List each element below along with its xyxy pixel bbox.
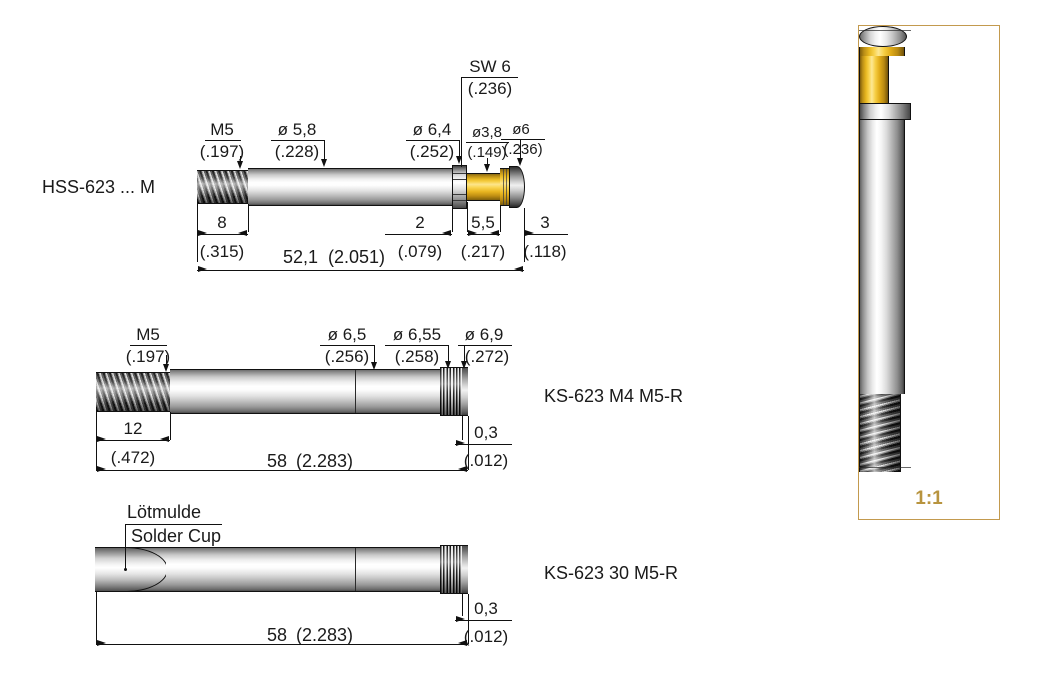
part-1-dim-plunger-metric: ø3,8 — [471, 124, 503, 141]
reference-barrel — [859, 120, 905, 394]
part-1-tip-cap — [509, 166, 525, 208]
part-1-dim-thread-metric: M5 — [210, 120, 234, 139]
part-3-callout-en: Solder Cup — [131, 526, 222, 546]
part-1-dim-plunger-imperial: (.149) — [467, 144, 507, 161]
part-2-dim-thread-metric: M5 — [136, 325, 160, 344]
part-3-mid-section — [355, 547, 440, 592]
part-2-dim-knurl-imperial: (.272) — [464, 347, 510, 366]
part-1-len-thread-imperial: (.315) — [199, 242, 245, 261]
part-2-label: KS-623 M4 M5-R — [544, 386, 684, 406]
part-1-gold-flange — [500, 168, 510, 206]
part-1-dim-barrel-imperial: (.228) — [274, 142, 320, 161]
part-3-solder-cup-bore — [95, 547, 168, 592]
part-3-len-overall-metric: 58 — [267, 625, 288, 645]
part-1-dim-tip-metric: ø6 — [512, 121, 530, 138]
scale-label: 1:1 — [915, 488, 943, 509]
part-1-gold-plunger — [467, 173, 500, 201]
part-2-barrel — [170, 369, 355, 414]
part-1-dim-thread-imperial: (.197) — [199, 142, 245, 161]
part-1-label: HSS-623 ... M — [42, 177, 156, 197]
part-2-dim-knurl-metric: ø 6,9 — [464, 325, 504, 344]
part-3-len-overall-imperial: (2.283) — [296, 625, 354, 645]
reference-hex-nut — [859, 30, 911, 468]
part-1-len-plunger-metric: 5,5 — [471, 213, 495, 232]
part-3-callout-de: Lötmulde — [127, 502, 202, 522]
part-2-dim-barrel-imperial: (.256) — [324, 347, 370, 366]
reference-thread — [859, 394, 901, 472]
part-3-end-step — [462, 545, 468, 594]
reference-gold-plunger — [859, 56, 889, 103]
part-2-len-step-metric: 0,3 — [474, 423, 498, 442]
part-1-dim-collar-imperial: (.252) — [409, 142, 455, 161]
part-2-mid-section — [355, 369, 440, 414]
part-1-len-plunger-imperial: (.217) — [460, 242, 506, 261]
scale-reference-drawing — [859, 26, 911, 472]
part-2-len-overall-imperial: (2.283) — [296, 451, 354, 471]
part-1-len-collar-metric: 2 — [415, 213, 425, 232]
part-1-len-collar-imperial: (.079) — [397, 242, 443, 261]
part-1-dim-hex-imperial: (.236) — [467, 79, 513, 98]
part-2-dim-thread-imperial: (.197) — [125, 347, 171, 366]
scale-reference-panel: 1:1 — [858, 25, 1000, 520]
part-1-dim-tip-imperial: (.236) — [503, 141, 543, 158]
part-1-len-tip-imperial: (.118) — [523, 242, 567, 261]
part-2-len-step-imperial: (.012) — [463, 451, 509, 470]
part-3-knurl — [440, 545, 462, 594]
part-2-dim-barrel-metric: ø 6,5 — [327, 325, 367, 344]
part-1-barrel — [248, 168, 452, 206]
part-1-dim-hex-metric: SW 6 — [469, 57, 511, 76]
part-2-len-thread-imperial: (.472) — [110, 448, 156, 467]
part-1-len-overall-metric: 52,1 — [283, 247, 319, 267]
part-3-len-step-imperial: (.012) — [463, 627, 509, 646]
part-2-len-overall-metric: 58 — [267, 451, 288, 471]
part-2-end-step — [462, 367, 468, 416]
reference-tip-cap — [859, 26, 907, 47]
part-1-dim-barrel-metric: ø 5,8 — [277, 120, 317, 139]
part-2-dim-mid-metric: ø 6,55 — [392, 325, 442, 344]
part-2-len-thread-metric: 12 — [123, 419, 143, 438]
part-3-barrel — [166, 547, 355, 592]
part-2-knurl — [440, 367, 462, 416]
part-1-len-tip-metric: 3 — [540, 213, 550, 232]
part-1-dim-collar-metric: ø 6,4 — [412, 120, 452, 139]
part-3-label: KS-623 30 M5-R — [544, 563, 679, 583]
part-1-len-overall-imperial: (2.051) — [328, 247, 386, 267]
part-2-thread — [96, 372, 170, 412]
part-3-len-step-metric: 0,3 — [474, 599, 498, 618]
reference-gold-flange — [859, 47, 905, 56]
part-1-len-thread-metric: 8 — [217, 213, 227, 232]
part-1-hex-nut — [452, 165, 467, 209]
part-1-thread — [197, 170, 248, 204]
part-2-dim-mid-imperial: (.258) — [394, 347, 440, 366]
